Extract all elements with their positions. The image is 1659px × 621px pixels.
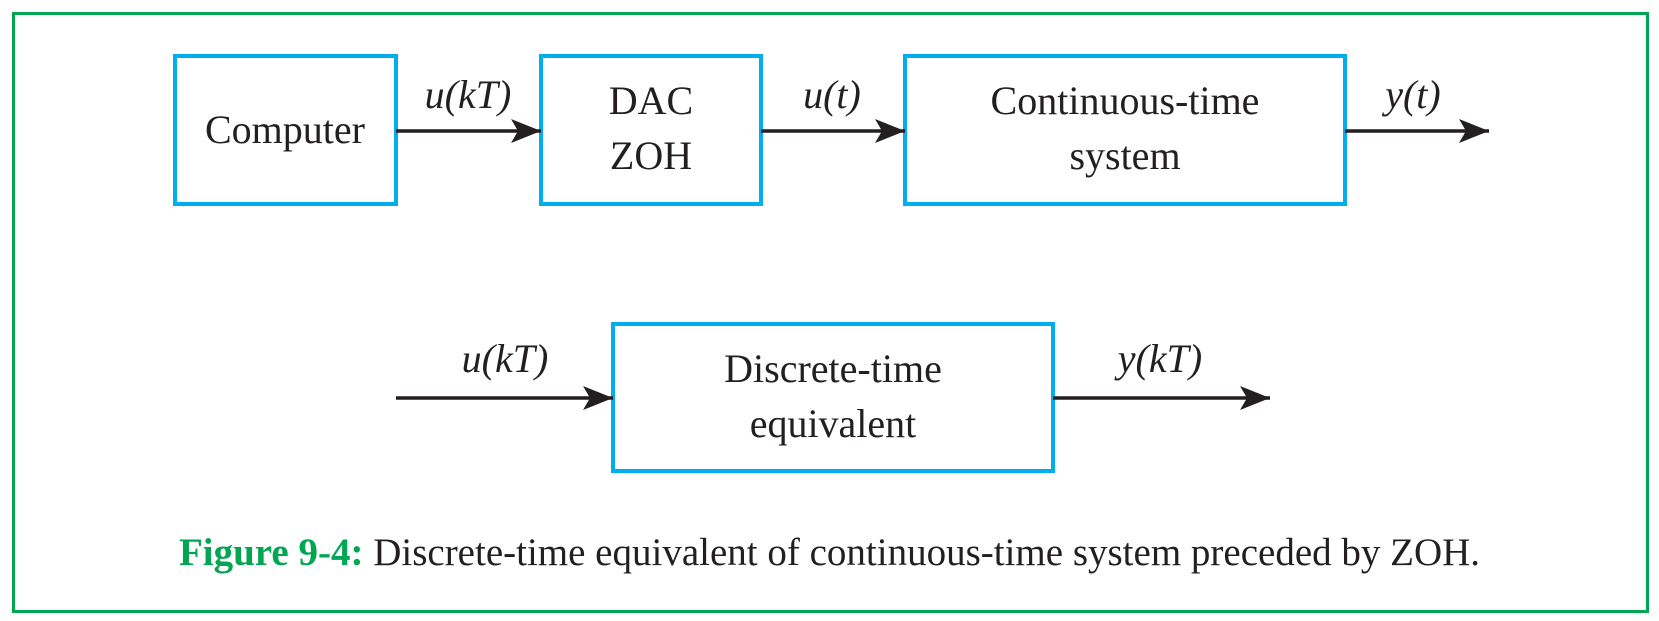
- discrete-time-label: Discrete-time: [724, 346, 942, 391]
- continuous-time-label: Continuous-time: [991, 78, 1260, 123]
- discrete-time-equivalent-block: Discrete-time equivalent: [611, 322, 1055, 473]
- computer-block: Computer: [173, 54, 398, 206]
- figure-frame: [12, 12, 1649, 613]
- signal-u-kT-bottom: u(kT): [462, 336, 549, 381]
- figure-caption: Figure 9-4: Discrete-time equivalent of …: [0, 530, 1659, 575]
- system-label: system: [1069, 133, 1180, 178]
- equivalent-label: equivalent: [750, 401, 917, 446]
- dac-zoh-block: DAC ZOH: [539, 54, 763, 206]
- signal-y-t: y(t): [1381, 72, 1441, 117]
- dac-label: DAC: [609, 78, 693, 123]
- signal-u-kT-top: u(kT): [425, 72, 512, 117]
- continuous-time-system-block: Continuous-time system: [903, 54, 1347, 206]
- zoh-label: ZOH: [610, 133, 692, 178]
- computer-block-label: Computer: [205, 107, 365, 152]
- figure-number: Figure 9-4:: [178, 531, 364, 574]
- signal-y-kT: y(kT): [1114, 336, 1202, 381]
- signal-u-t: u(t): [803, 72, 861, 117]
- caption-text: Discrete-time equivalent of continuous-t…: [373, 531, 1481, 574]
